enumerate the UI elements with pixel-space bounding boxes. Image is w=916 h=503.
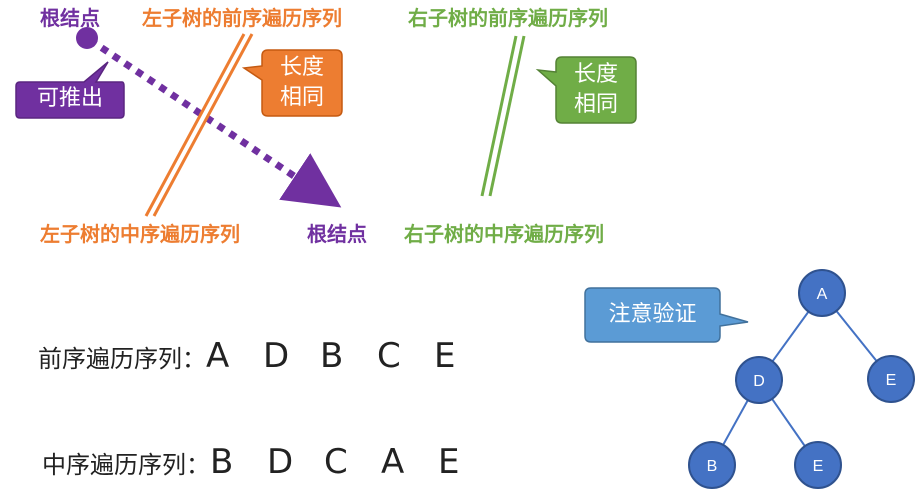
right-length-callout-text: 长度 相同 xyxy=(556,60,636,120)
preorder-label: 前序遍历序列： xyxy=(38,345,206,373)
tree-node-d-label: D xyxy=(753,373,765,390)
root-mapping-arrow xyxy=(88,37,342,208)
right-subtree-line-a xyxy=(480,35,518,197)
root-dot xyxy=(76,27,98,49)
verify-callout-shape xyxy=(584,287,749,343)
inorder-value: D xyxy=(267,442,294,482)
preorder-value: A xyxy=(206,336,230,376)
preorder-value: E xyxy=(434,336,456,376)
left-length-callout-shape xyxy=(241,49,343,117)
tree-node-b: B xyxy=(688,441,736,489)
right-length-callout-line2: 相同 xyxy=(573,92,618,117)
tree-node-e-lower: E xyxy=(794,441,842,489)
preorder-value: D xyxy=(263,336,290,376)
preorder-value: B xyxy=(320,336,344,376)
tree-node-d: D xyxy=(735,356,783,404)
right-subtree-line-b xyxy=(488,35,526,197)
verify-callout-text: 注意验证 xyxy=(608,302,697,327)
right-length-callout-shape xyxy=(535,56,637,124)
left-inorder-label: 左子树的中序遍历序列 xyxy=(40,222,240,246)
tree-node-e-right: E xyxy=(867,355,915,403)
inorder-value: E xyxy=(438,442,460,482)
right-length-callout-line1: 长度 xyxy=(573,62,618,87)
root-label-top: 根结点 xyxy=(40,6,100,30)
tree-node-b-label: B xyxy=(707,458,718,475)
inorder-value: C xyxy=(324,442,348,482)
left-preorder-label: 左子树的前序遍历序列 xyxy=(142,6,342,30)
tree-node-e-right-label: E xyxy=(886,372,897,389)
derive-callout-text: 可推出 xyxy=(36,86,103,111)
inorder-value: B xyxy=(210,442,234,482)
inorder-label: 中序遍历序列： xyxy=(42,451,210,479)
derive-callout-shape xyxy=(15,61,125,119)
left-length-callout-line2: 相同 xyxy=(279,85,324,110)
right-preorder-label: 右子树的前序遍历序列 xyxy=(408,6,608,30)
preorder-value: C xyxy=(377,336,401,376)
right-inorder-label: 右子树的中序遍历序列 xyxy=(404,222,604,246)
left-length-callout-line1: 长度 xyxy=(279,55,324,80)
tree-node-e-lower-label: E xyxy=(813,458,824,475)
left-subtree-line-a xyxy=(144,33,246,217)
root-label-bottom: 根结点 xyxy=(307,222,367,246)
inorder-value: A xyxy=(381,442,405,482)
tree-node-a-label: A xyxy=(817,286,828,303)
left-length-callout-text: 长度 相同 xyxy=(262,53,342,113)
left-subtree-line-b xyxy=(152,33,254,217)
tree-node-a: A xyxy=(798,269,846,317)
